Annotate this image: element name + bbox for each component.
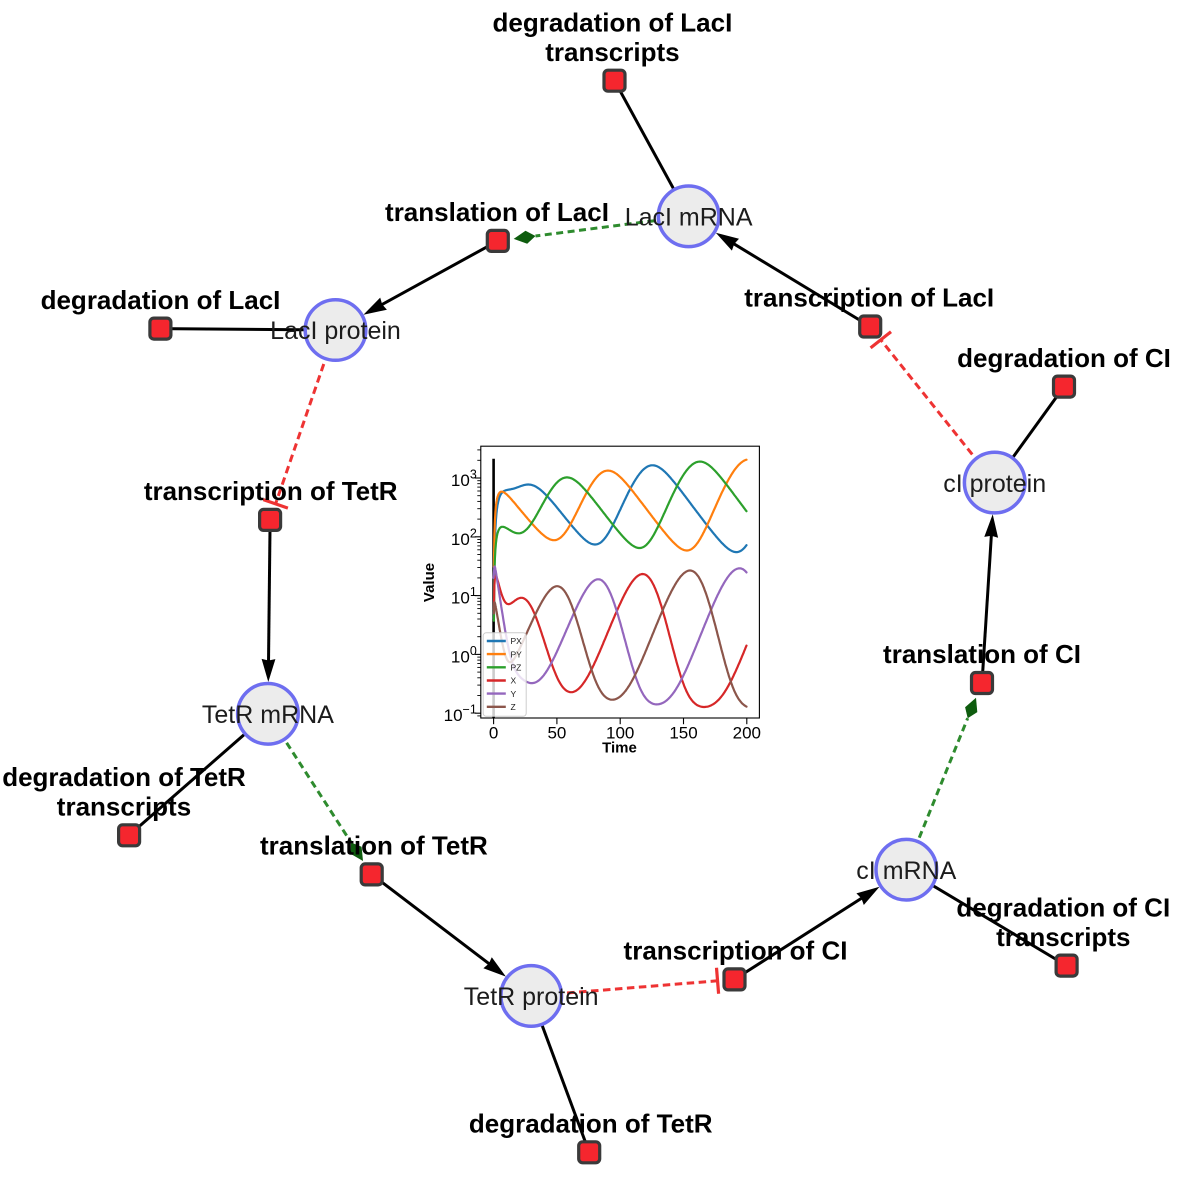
svg-text:50: 50 xyxy=(547,724,566,743)
svg-text:cI mRNA: cI mRNA xyxy=(856,857,956,885)
svg-text:150: 150 xyxy=(669,724,697,743)
svg-text:10−1: 10−1 xyxy=(444,703,477,726)
svg-text:transcription of LacI: transcription of LacI xyxy=(744,283,994,313)
svg-text:PX: PX xyxy=(511,636,523,646)
svg-text:degradation of CI: degradation of CI xyxy=(956,892,1170,922)
svg-text:degradation of TetR: degradation of TetR xyxy=(2,762,246,792)
svg-text:LacI mRNA: LacI mRNA xyxy=(625,204,753,232)
svg-text:translation of TetR: translation of TetR xyxy=(260,831,488,861)
svg-text:Value: Value xyxy=(421,563,438,602)
svg-text:TetR mRNA: TetR mRNA xyxy=(202,701,334,729)
svg-text:100: 100 xyxy=(451,644,477,667)
svg-text:cI protein: cI protein xyxy=(943,470,1046,498)
svg-text:degradation of LacI: degradation of LacI xyxy=(41,285,281,315)
svg-text:degradation of TetR: degradation of TetR xyxy=(469,1109,713,1139)
svg-text:X: X xyxy=(511,676,517,686)
svg-text:100: 100 xyxy=(606,724,634,743)
svg-text:0: 0 xyxy=(489,724,498,743)
svg-text:degradation of CI: degradation of CI xyxy=(957,343,1171,373)
svg-text:LacI protein: LacI protein xyxy=(270,317,401,345)
svg-text:transcripts: transcripts xyxy=(996,922,1130,952)
svg-text:transcripts: transcripts xyxy=(57,792,191,822)
svg-text:102: 102 xyxy=(451,526,477,549)
svg-text:transcription of CI: transcription of CI xyxy=(624,936,848,966)
svg-text:Z: Z xyxy=(511,702,516,712)
svg-text:PZ: PZ xyxy=(511,663,522,673)
svg-text:Y: Y xyxy=(511,689,517,699)
svg-text:101: 101 xyxy=(451,585,477,608)
svg-text:Time: Time xyxy=(602,739,637,756)
svg-text:103: 103 xyxy=(451,468,477,491)
svg-text:degradation of LacI: degradation of LacI xyxy=(492,7,732,37)
svg-text:translation of CI: translation of CI xyxy=(883,639,1081,669)
svg-text:transcription of TetR: transcription of TetR xyxy=(144,476,398,506)
svg-text:translation of LacI: translation of LacI xyxy=(385,197,609,227)
svg-text:TetR protein: TetR protein xyxy=(464,983,599,1011)
svg-text:transcripts: transcripts xyxy=(545,37,679,67)
svg-text:PY: PY xyxy=(511,649,523,659)
svg-text:200: 200 xyxy=(733,724,761,743)
